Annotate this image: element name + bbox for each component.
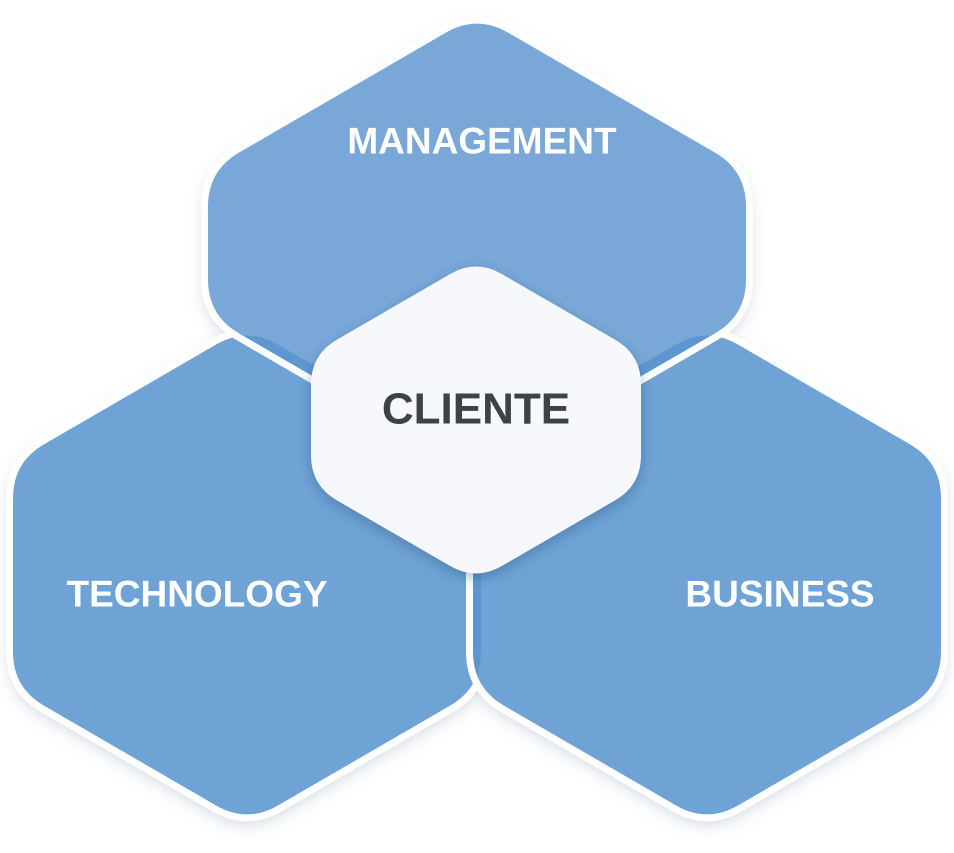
- center-label: CLIENTE: [382, 385, 570, 434]
- management-label: MANAGEMENT: [347, 121, 617, 162]
- center-node: [311, 266, 641, 574]
- business-label: BUSINESS: [685, 574, 874, 615]
- center-hexagon: [311, 266, 641, 574]
- segment-labels: MANAGEMENT TECHNOLOGY BUSINESS: [66, 121, 874, 615]
- technology-label: TECHNOLOGY: [66, 574, 327, 615]
